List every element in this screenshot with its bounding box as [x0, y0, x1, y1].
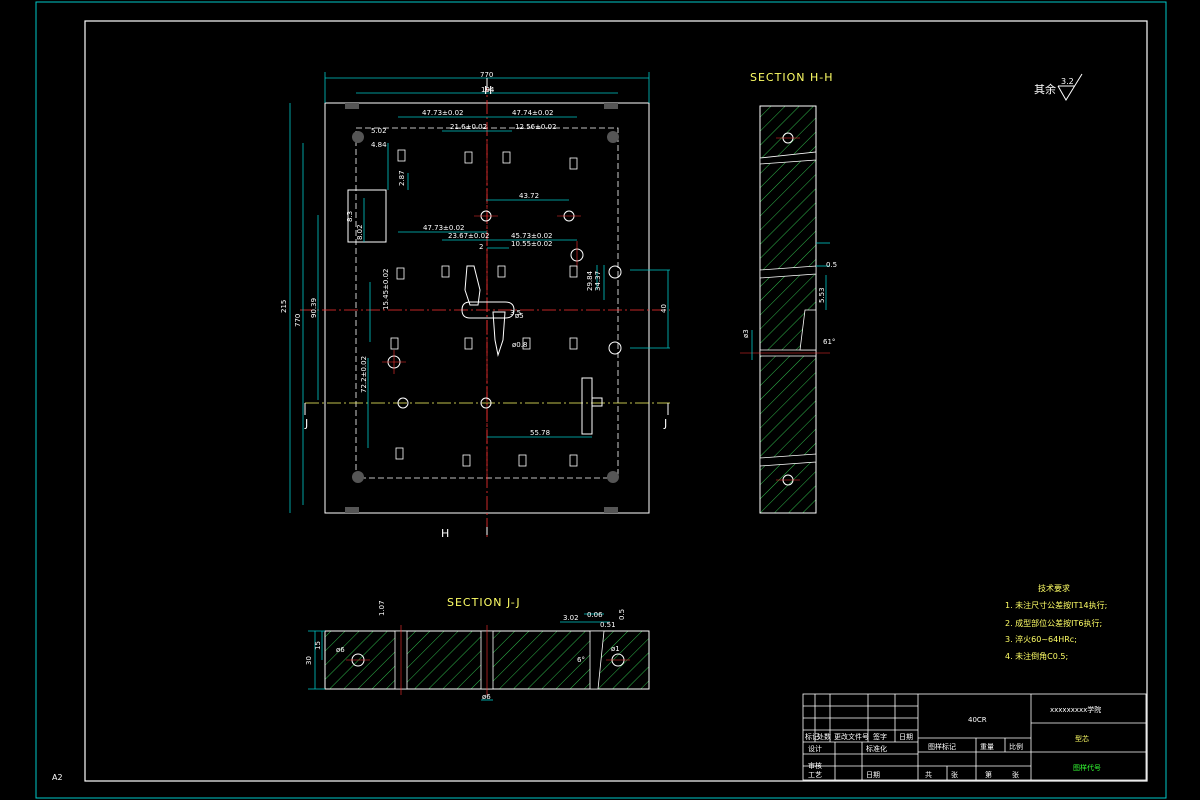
tb-scale: 比例: [1009, 742, 1023, 751]
cut-label-j-right: J: [663, 417, 667, 430]
tb-sheet-word: 张: [951, 770, 958, 779]
tb-page: 第: [985, 770, 992, 779]
tb-stage-mark: 图样标记: [928, 742, 956, 751]
cut-label-h-top: H: [484, 84, 492, 97]
jj-dim-15: 15: [314, 641, 322, 650]
hole-circle: [480, 397, 492, 409]
tb-weight: 重量: [980, 743, 994, 751]
dim-8-3: 8.3: [346, 211, 354, 222]
surface-finish-prefix: 其余: [1034, 82, 1056, 96]
hh-dim-phi-3: ø3: [742, 329, 750, 338]
dim-34-37: 34.37: [594, 271, 602, 291]
jj-dim-30: 30: [305, 656, 313, 665]
dim-90-39: 90.39: [310, 298, 318, 318]
slot-group: [390, 149, 578, 467]
dim-right-half: 47.74±0.02: [512, 109, 554, 117]
sheet-outer-border: [35, 1, 1167, 799]
dim-8-02: 8.02: [356, 224, 364, 240]
hh-dim-5-53: 5.53: [818, 287, 826, 303]
hole-circle: [608, 265, 622, 279]
tb-standard: 标准化: [866, 744, 887, 753]
runner-shape: [347, 189, 603, 435]
tb-mark: 标记: [805, 732, 819, 741]
tech-req-item: 1. 未注尺寸公差按IT14执行;: [1005, 600, 1107, 610]
tb-date2: 日期: [866, 771, 880, 779]
dim-5-02: 5.02: [371, 127, 387, 135]
dim-43-72: 43.72: [519, 192, 539, 200]
jj-dim-3-02: 3.02: [563, 614, 579, 622]
section-hh-body: [759, 105, 817, 514]
dim-overall-width: 770: [480, 71, 493, 79]
dim-phi-5: ø5: [515, 312, 524, 320]
section-hh: SECTION H-H 0.5 5.53 ø3 61°: [740, 71, 837, 514]
section-hh-title: SECTION H-H: [750, 71, 833, 84]
dim-inner-height: 770: [294, 314, 302, 327]
jj-dim-phi-6: ø6: [336, 646, 345, 654]
dimension-lines: [289, 72, 670, 513]
dim-3-5: 3.5: [510, 309, 521, 317]
dim-phi-0-8: ø0.8: [512, 341, 527, 349]
tb-school: xxxxxxxxx学院: [1050, 705, 1101, 714]
tech-requirements: 技术要求 1. 未注尺寸公差按IT14执行; 2. 成型部位公差按IT6执行; …: [1005, 583, 1107, 661]
tb-material: 40CR: [968, 716, 987, 724]
tb-sign: 签字: [873, 732, 887, 741]
surface-finish-value: 3.2: [1061, 77, 1074, 86]
tech-req-item: 3. 淬火60~64HRc;: [1005, 634, 1077, 644]
section-jj-title: SECTION J-J: [447, 596, 521, 609]
dim-12-56: 12.56±0.02: [515, 123, 557, 131]
hh-dim-0-5: 0.5: [826, 261, 837, 269]
tech-req-item: 4. 未注倒角C0.5;: [1005, 651, 1068, 661]
plan-view: 770 194 47.73±0.02 47.74±0.02 21.6±0.02 …: [280, 71, 670, 540]
jj-dim-1-07: 1.07: [378, 600, 386, 616]
dim-29-84: 29.84: [586, 270, 594, 291]
jj-dim-0-06: 0.06: [587, 611, 603, 619]
dim-2: 2: [479, 243, 483, 251]
cut-label-h-bottom: H: [441, 527, 449, 540]
tb-doc-no: 更改文件号: [834, 732, 869, 741]
dim-45-73: 45.73±0.02: [511, 232, 553, 240]
dim-2-87: 2.87: [398, 170, 406, 186]
jj-dim-phi-1: ø1: [611, 645, 620, 653]
dim-overall-height: 215: [280, 300, 288, 313]
dim-15-45: 15.45±0.02: [382, 269, 390, 311]
tb-drawing-no: 图样代号: [1073, 763, 1101, 772]
tb-date: 日期: [899, 733, 913, 741]
section-jj: SECTION J-J 30 15 ø6 1.07 3.02 0.06 0.51…: [305, 596, 650, 701]
surface-finish-symbol: 其余 3.2: [1034, 73, 1083, 101]
tech-req-item: 2. 成型部位公差按IT6执行;: [1005, 618, 1102, 628]
jj-dim-6deg: 6°: [577, 656, 585, 664]
title-block-text: 标记 处数 更改文件号 签字 日期 设计 标准化 审核 工艺 日期 40CR 图…: [805, 705, 1101, 779]
sheet-size-label: A2: [52, 773, 63, 782]
tb-total: 共: [925, 770, 932, 779]
dim-72-2: 72.2±0.02: [360, 356, 368, 393]
tb-drawing-name: 型芯: [1075, 734, 1089, 743]
dim-55-78: 55.78: [530, 429, 550, 437]
jj-dim-0-51: 0.51: [600, 621, 616, 629]
hole-circle: [608, 341, 622, 355]
corner-bosses: [345, 103, 619, 513]
dim-inner-width: 194: [481, 86, 495, 94]
hh-dim-61deg: 61°: [823, 338, 835, 346]
dim-4-84: 4.84: [371, 141, 387, 149]
tb-design: 设计: [808, 744, 822, 753]
cut-label-j-left: J: [304, 417, 308, 430]
tb-process: 工艺: [808, 771, 822, 779]
hole-circle: [397, 397, 409, 409]
title-block: [802, 693, 1147, 781]
dim-left-half: 47.73±0.02: [422, 109, 464, 117]
dim-40: 40: [660, 304, 668, 313]
dim-23-67: 23.67±0.02: [448, 232, 490, 240]
tb-page-word: 张: [1012, 770, 1019, 779]
jj-dim-0-5: 0.5: [618, 609, 626, 620]
tb-review: 审核: [808, 761, 822, 770]
sheet-inner-border: [84, 20, 1148, 782]
jj-dim-phi-6-bottom: ø6: [482, 693, 491, 701]
dim-10-55: 10.55±0.02: [511, 240, 553, 248]
tb-count: 处数: [817, 732, 831, 741]
dim-mid-left: 47.73±0.02: [423, 224, 465, 232]
dim-21-6: 21.6±0.02: [450, 123, 487, 131]
tech-req-title: 技术要求: [1038, 583, 1070, 593]
